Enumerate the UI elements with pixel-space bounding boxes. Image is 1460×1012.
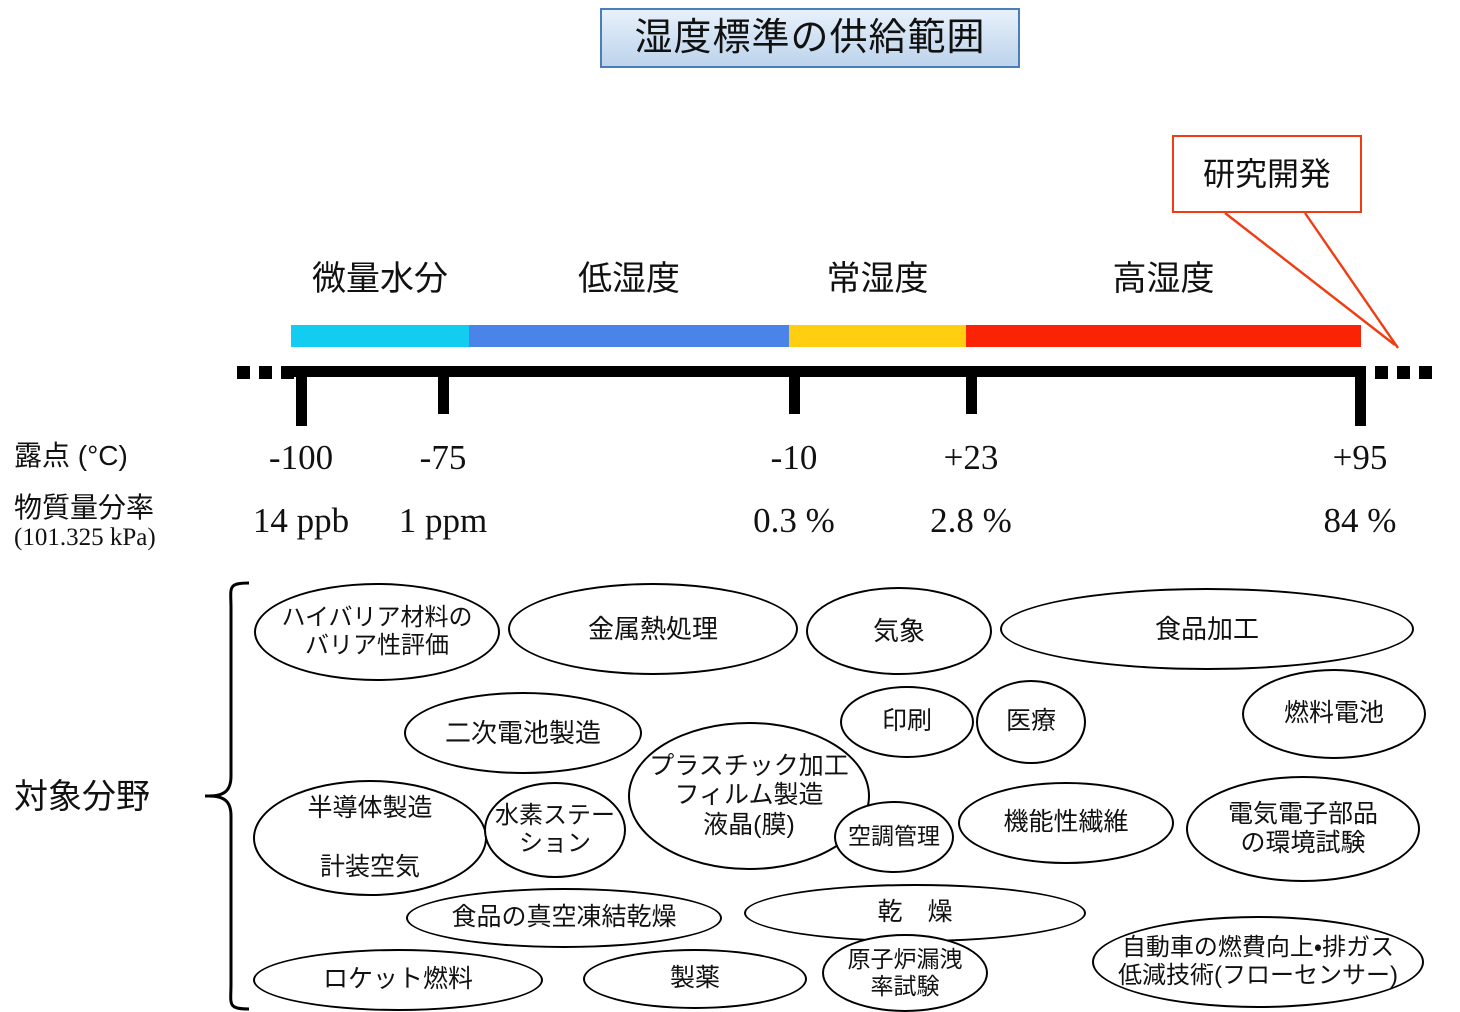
- mole-fraction-value-2: 1 ppm: [398, 501, 488, 540]
- dew-point-value-2: -75: [419, 438, 467, 477]
- field-ellipse: 気象: [806, 587, 992, 675]
- field-ellipse: プラスチック加工 フィルム製造 液晶(膜): [628, 722, 870, 870]
- field-ellipse-label: 金属熱処理: [587, 613, 718, 644]
- axis-tick-3: [789, 366, 800, 414]
- color-band-segment-3: [789, 325, 966, 347]
- axis-tick-1: [296, 366, 307, 426]
- field-ellipse-label: 自動車の燃費向上・排ガス 低減技術(フローセンサー): [1118, 933, 1398, 989]
- dew-point-value-5: +95: [1332, 438, 1388, 477]
- field-ellipse: 自動車の燃費向上・排ガス 低減技術(フローセンサー): [1092, 916, 1424, 1008]
- field-ellipse: ロケット燃料: [253, 949, 543, 1011]
- axis-tick-5: [1355, 366, 1366, 426]
- field-ellipse: 燃料電池: [1242, 669, 1426, 759]
- axis-trailing-dot-2: [1397, 366, 1410, 379]
- field-ellipse-label: 水素ステー ション: [495, 801, 615, 857]
- axis-tick-2: [438, 366, 449, 414]
- field-ellipse-label: プラスチック加工 フィルム製造 液晶(膜): [649, 751, 849, 839]
- field-ellipse-label: 半導体製造 計装空気: [307, 793, 433, 881]
- field-ellipse: 食品の真空凍結乾燥: [406, 888, 722, 948]
- field-ellipse: 二次電池製造: [404, 692, 642, 774]
- mole-fraction-row-label: 物質量分率 (101.325 kPa): [14, 492, 156, 553]
- field-ellipse-label: ハイバリア材料の バリア性評価: [281, 603, 473, 659]
- mole-fraction-value-5: 84 %: [1323, 501, 1397, 540]
- field-ellipse-label: 乾 燥: [877, 898, 953, 927]
- field-ellipse-label: 燃料電池: [1283, 699, 1384, 728]
- mole-fraction-value-3: 0.3 %: [753, 501, 835, 540]
- mole-fraction-value-4: 2.8 %: [930, 501, 1012, 540]
- field-ellipse: 水素ステー ション: [484, 782, 626, 878]
- field-ellipse: 印刷: [840, 686, 974, 758]
- axis-tick-4: [966, 366, 977, 414]
- dew-point-value-3: -10: [770, 438, 818, 477]
- curly-brace-icon: [205, 581, 250, 1011]
- dew-point-row-label: 露点 (°C): [14, 440, 128, 472]
- axis-trailing-dot-3: [1419, 366, 1432, 379]
- axis-leading-dot-2: [259, 366, 272, 379]
- field-ellipse: 乾 燥: [744, 884, 1086, 942]
- field-ellipse-label: 原子炉漏洩 率試験: [847, 945, 963, 999]
- band-label-2: 低湿度: [578, 260, 680, 298]
- page-title-box: 湿度標準の供給範囲: [600, 8, 1020, 68]
- field-ellipse-label: 印刷: [881, 707, 932, 736]
- color-band-segment-2: [469, 325, 789, 347]
- mole-fraction-row-text: 物質量分率: [14, 492, 155, 523]
- field-ellipse-label: 二次電池製造: [444, 717, 601, 748]
- dew-point-value-4: +23: [943, 438, 999, 477]
- field-ellipse: 電気電子部品 の環境試験: [1186, 776, 1420, 882]
- target-fields-label: 対象分野: [14, 778, 150, 816]
- field-ellipse: 機能性繊維: [958, 782, 1174, 864]
- field-ellipse-label: 気象: [872, 615, 925, 646]
- field-ellipse: 医療: [976, 680, 1086, 764]
- color-band-segment-1: [291, 325, 469, 347]
- field-ellipse-label: 食品加工: [1154, 613, 1259, 644]
- band-label-1: 微量水分: [312, 260, 448, 298]
- mole-fraction-pressure-text: (101.325 kPa): [14, 524, 156, 552]
- field-ellipse-label: 電気電子部品 の環境試験: [1227, 799, 1378, 858]
- axis-line: [291, 366, 1361, 377]
- field-ellipse-label: 食品の真空凍結乾燥: [451, 903, 677, 932]
- field-ellipse: 食品加工: [1000, 588, 1414, 670]
- field-ellipse: 原子炉漏洩 率試験: [822, 934, 988, 1012]
- color-band-segment-4: [966, 325, 1361, 347]
- field-ellipse-label: 機能性繊維: [1003, 808, 1129, 837]
- axis-leading-dot-1: [237, 366, 250, 379]
- research-development-callout: 研究開発: [1172, 135, 1362, 213]
- field-ellipse-label: ロケット燃料: [322, 965, 473, 994]
- mole-fraction-value-1: 14 ppb: [252, 501, 350, 540]
- field-ellipse: ハイバリア材料の バリア性評価: [254, 583, 500, 681]
- axis-leading-dot-3: [281, 366, 294, 379]
- field-ellipse: 製薬: [583, 949, 807, 1009]
- research-development-label: 研究開発: [1202, 156, 1331, 192]
- field-ellipse: 半導体製造 計装空気: [253, 780, 487, 896]
- field-ellipse-label: 医療: [1005, 707, 1056, 736]
- dew-point-value-1: -100: [268, 438, 334, 477]
- axis-trailing-dot-1: [1375, 366, 1388, 379]
- band-label-4: 高湿度: [1112, 260, 1215, 298]
- field-ellipse: 空調管理: [834, 801, 954, 873]
- dew-point-row-text: 露点 (°C): [14, 440, 128, 471]
- band-label-3: 常湿度: [826, 260, 929, 298]
- page-title: 湿度標準の供給範囲: [634, 17, 986, 59]
- field-ellipse-label: 空調管理: [848, 823, 940, 850]
- field-ellipse-label: 製薬: [669, 964, 720, 993]
- field-ellipse: 金属熱処理: [508, 583, 798, 675]
